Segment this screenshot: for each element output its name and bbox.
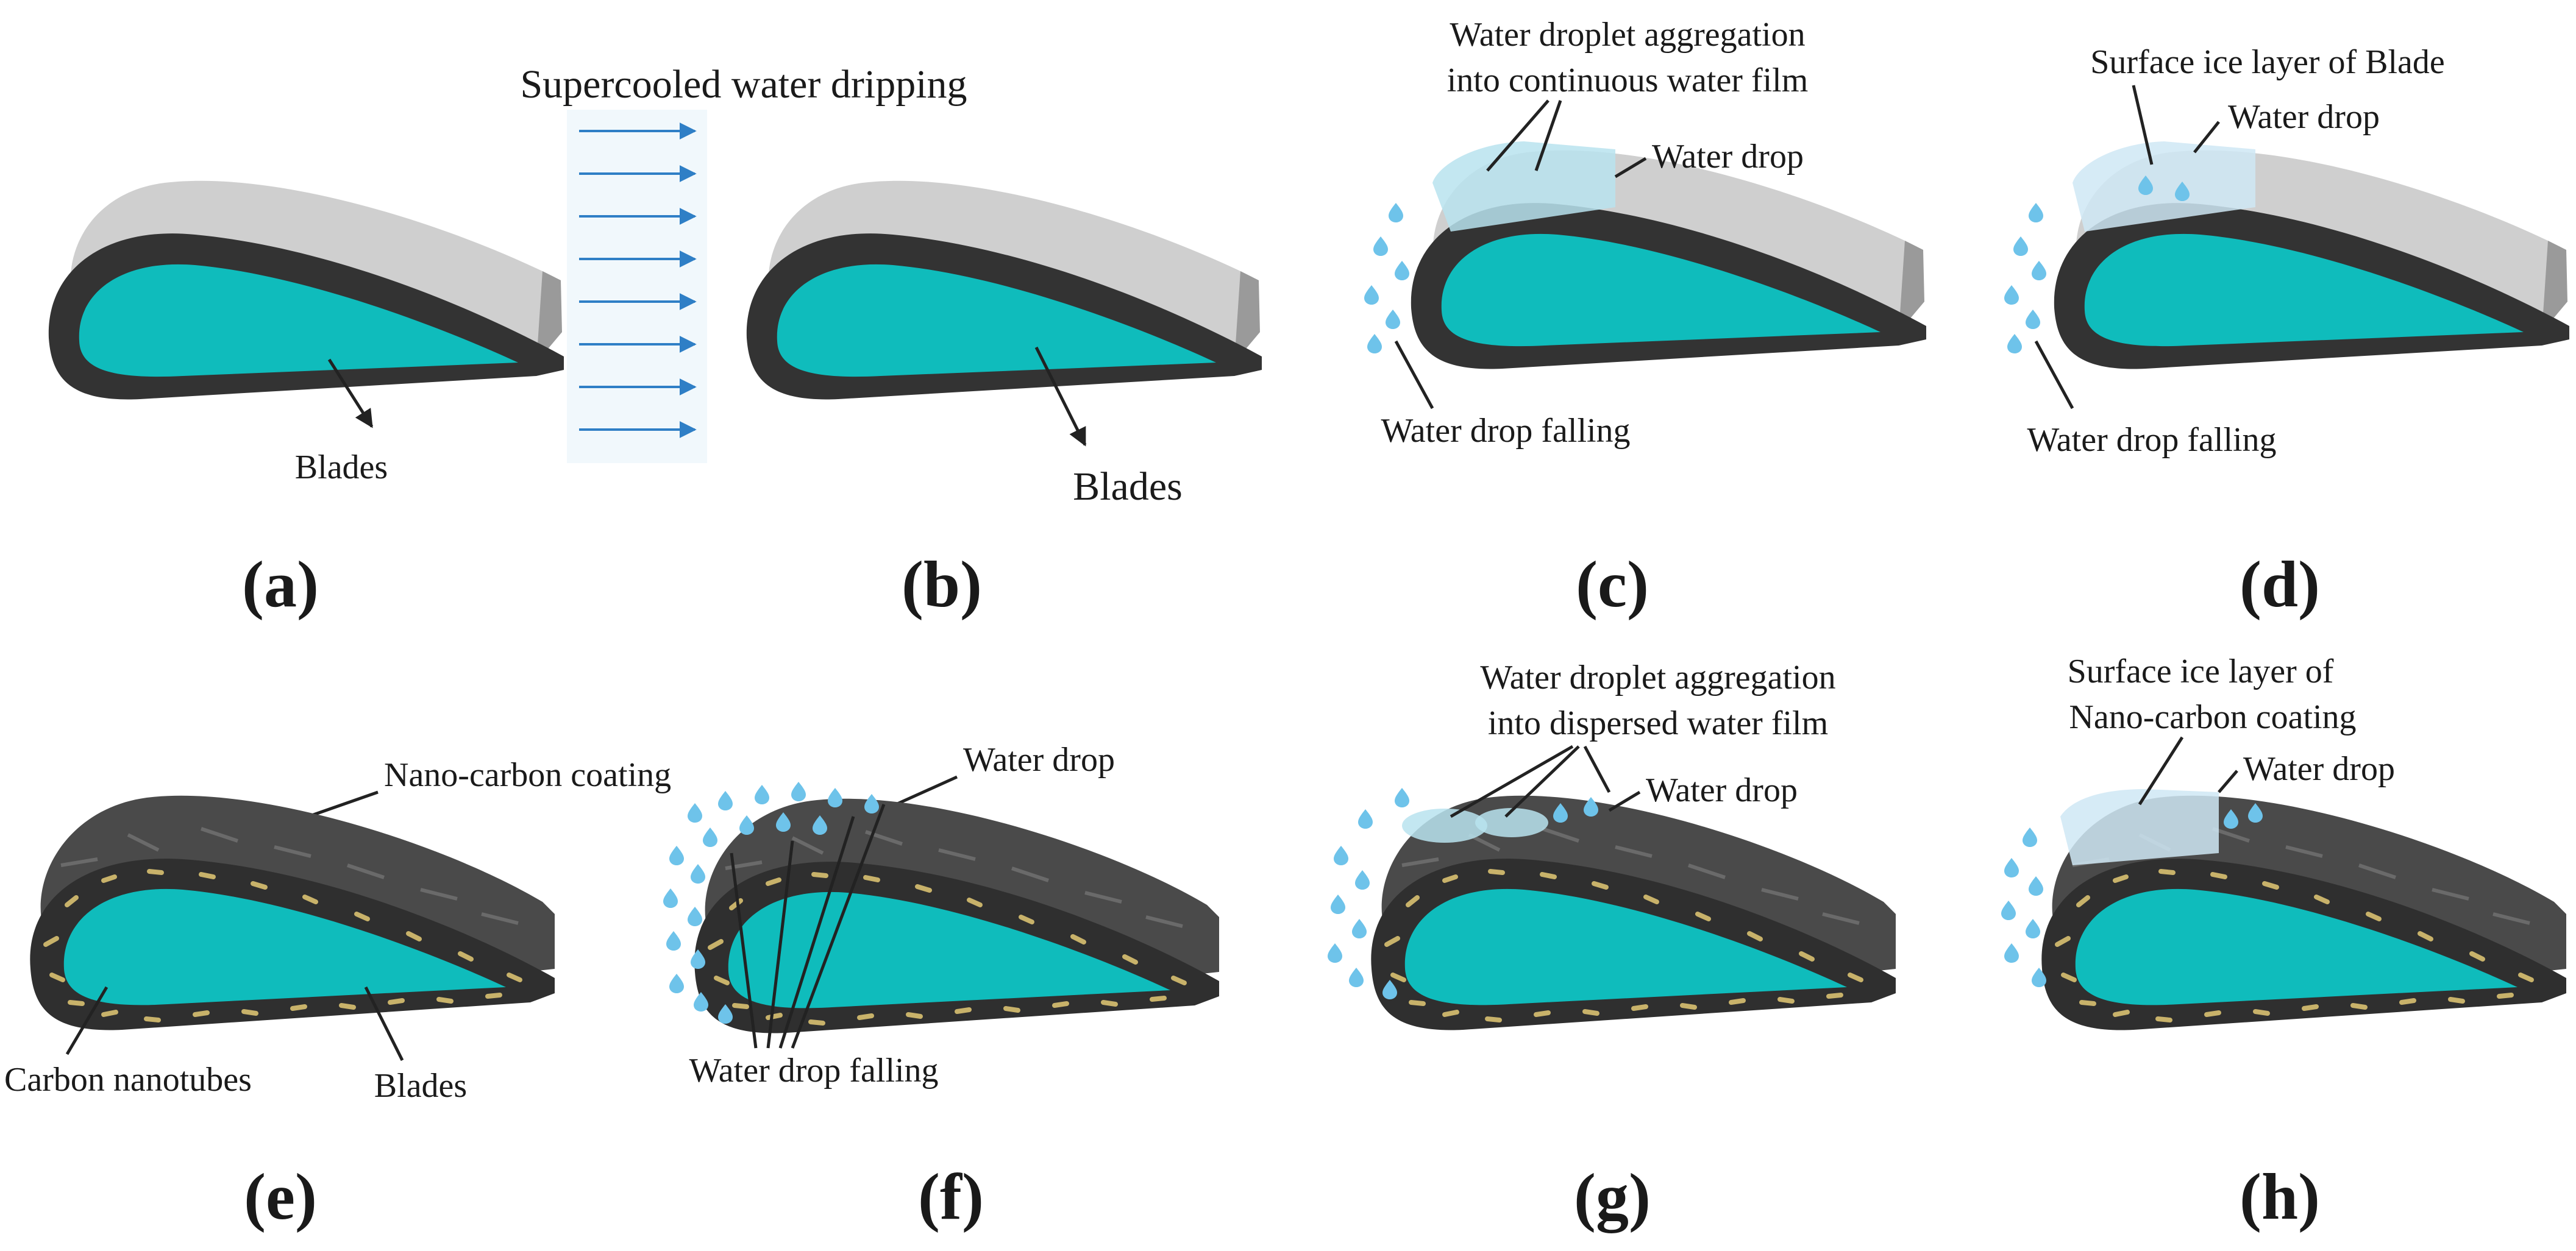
label-aggregation-line2: into dispersed water film [1488,704,1828,742]
label-water-drop-falling: Water drop falling [689,1052,938,1090]
panel-tag: (d) [2240,548,2320,621]
panel-e: Nano-carbon coating Carbon nanotubes Bla… [4,756,671,1233]
panel-tag: (e) [244,1161,317,1233]
leader-film-2 [1534,100,1562,171]
leader-drop-d [2193,121,2220,154]
panel-f: Water drop Water drop falling (f) [663,741,1219,1233]
leader-ice-h [2138,736,2184,806]
leader-blades-a [327,358,374,428]
leader-falling-c [1394,340,1434,409]
leader-drop-c [1614,157,1647,179]
panel-g: Water droplet aggregation into dispersed… [1328,659,1896,1233]
label-blades: Blades [295,448,388,486]
leaders-falling-f [730,804,886,1049]
label-aggregation-line2: into continuous water film [1447,62,1809,99]
leader-film-1 [1486,99,1550,172]
leader-falling-d [2034,340,2074,409]
leaders-film-g [1450,745,1611,818]
label-water-drop: Water drop [1652,138,1804,175]
panel-h: Surface ice layer of Nano-carbon coating… [2001,653,2566,1233]
panel-tag: (b) [902,548,982,621]
panel-tag: (c) [1576,548,1649,621]
label-water-drop: Water drop [963,741,1115,779]
blade-plain-b [746,180,1262,400]
blade-plain-a [48,180,564,400]
ice-layer [2060,789,2219,865]
leader-drop-g [1608,790,1641,812]
panel-tag: (g) [1574,1161,1651,1233]
water-film-patch-1 [1402,809,1487,843]
panel-tag: (a) [242,548,319,621]
spray-cloud [567,110,707,463]
ice-layer [2073,141,2255,232]
label-water-drop-falling: Water drop falling [2027,421,2276,459]
panel-c: Water droplet aggregation into continuou… [1364,16,1926,621]
label-nano-carbon-coating: Nano-carbon coating [384,756,671,794]
leader-blades-e [364,986,404,1061]
panel-tag: (h) [2240,1161,2320,1233]
water-film-patch-2 [1475,808,1548,837]
droplets-c [1364,203,1409,353]
water-film [1432,141,1615,232]
leader-cnt [65,986,109,1055]
panel-a: Blades (a) [48,180,564,621]
label-water-drop: Water drop [2243,750,2395,788]
panel-b: Supercooled water dripping Blades (b) [520,62,1262,621]
label-ice-layer-line1: Surface ice layer of [2068,653,2334,690]
label-ice-layer-line2: Nano-carbon coating [2069,698,2356,736]
label-blades: Blades [374,1067,467,1105]
label-blades: Blades [1073,464,1183,509]
label-water-drop: Water drop [2228,98,2380,136]
leader-drop-f [895,775,958,806]
label-supercooled-water: Supercooled water dripping [520,62,967,107]
label-ice-layer: Surface ice layer of Blade [2090,43,2444,81]
label-water-drop: Water drop [1646,771,1798,809]
panel-d: Surface ice layer of Blade Water drop Wa… [2004,43,2569,621]
label-carbon-nanotubes: Carbon nanotubes [4,1061,252,1099]
leader-ice-d [2132,85,2154,165]
blade-coated-e [30,796,555,1030]
leader-blades-b [1034,346,1087,447]
label-water-drop-falling: Water drop falling [1381,412,1630,450]
leader-drop-h [2218,770,2238,793]
flow-arrows [579,122,697,438]
label-aggregation-line1: Water droplet aggregation [1450,16,1805,54]
label-aggregation-line1: Water droplet aggregation [1480,659,1835,696]
panel-tag: (f) [918,1161,984,1233]
